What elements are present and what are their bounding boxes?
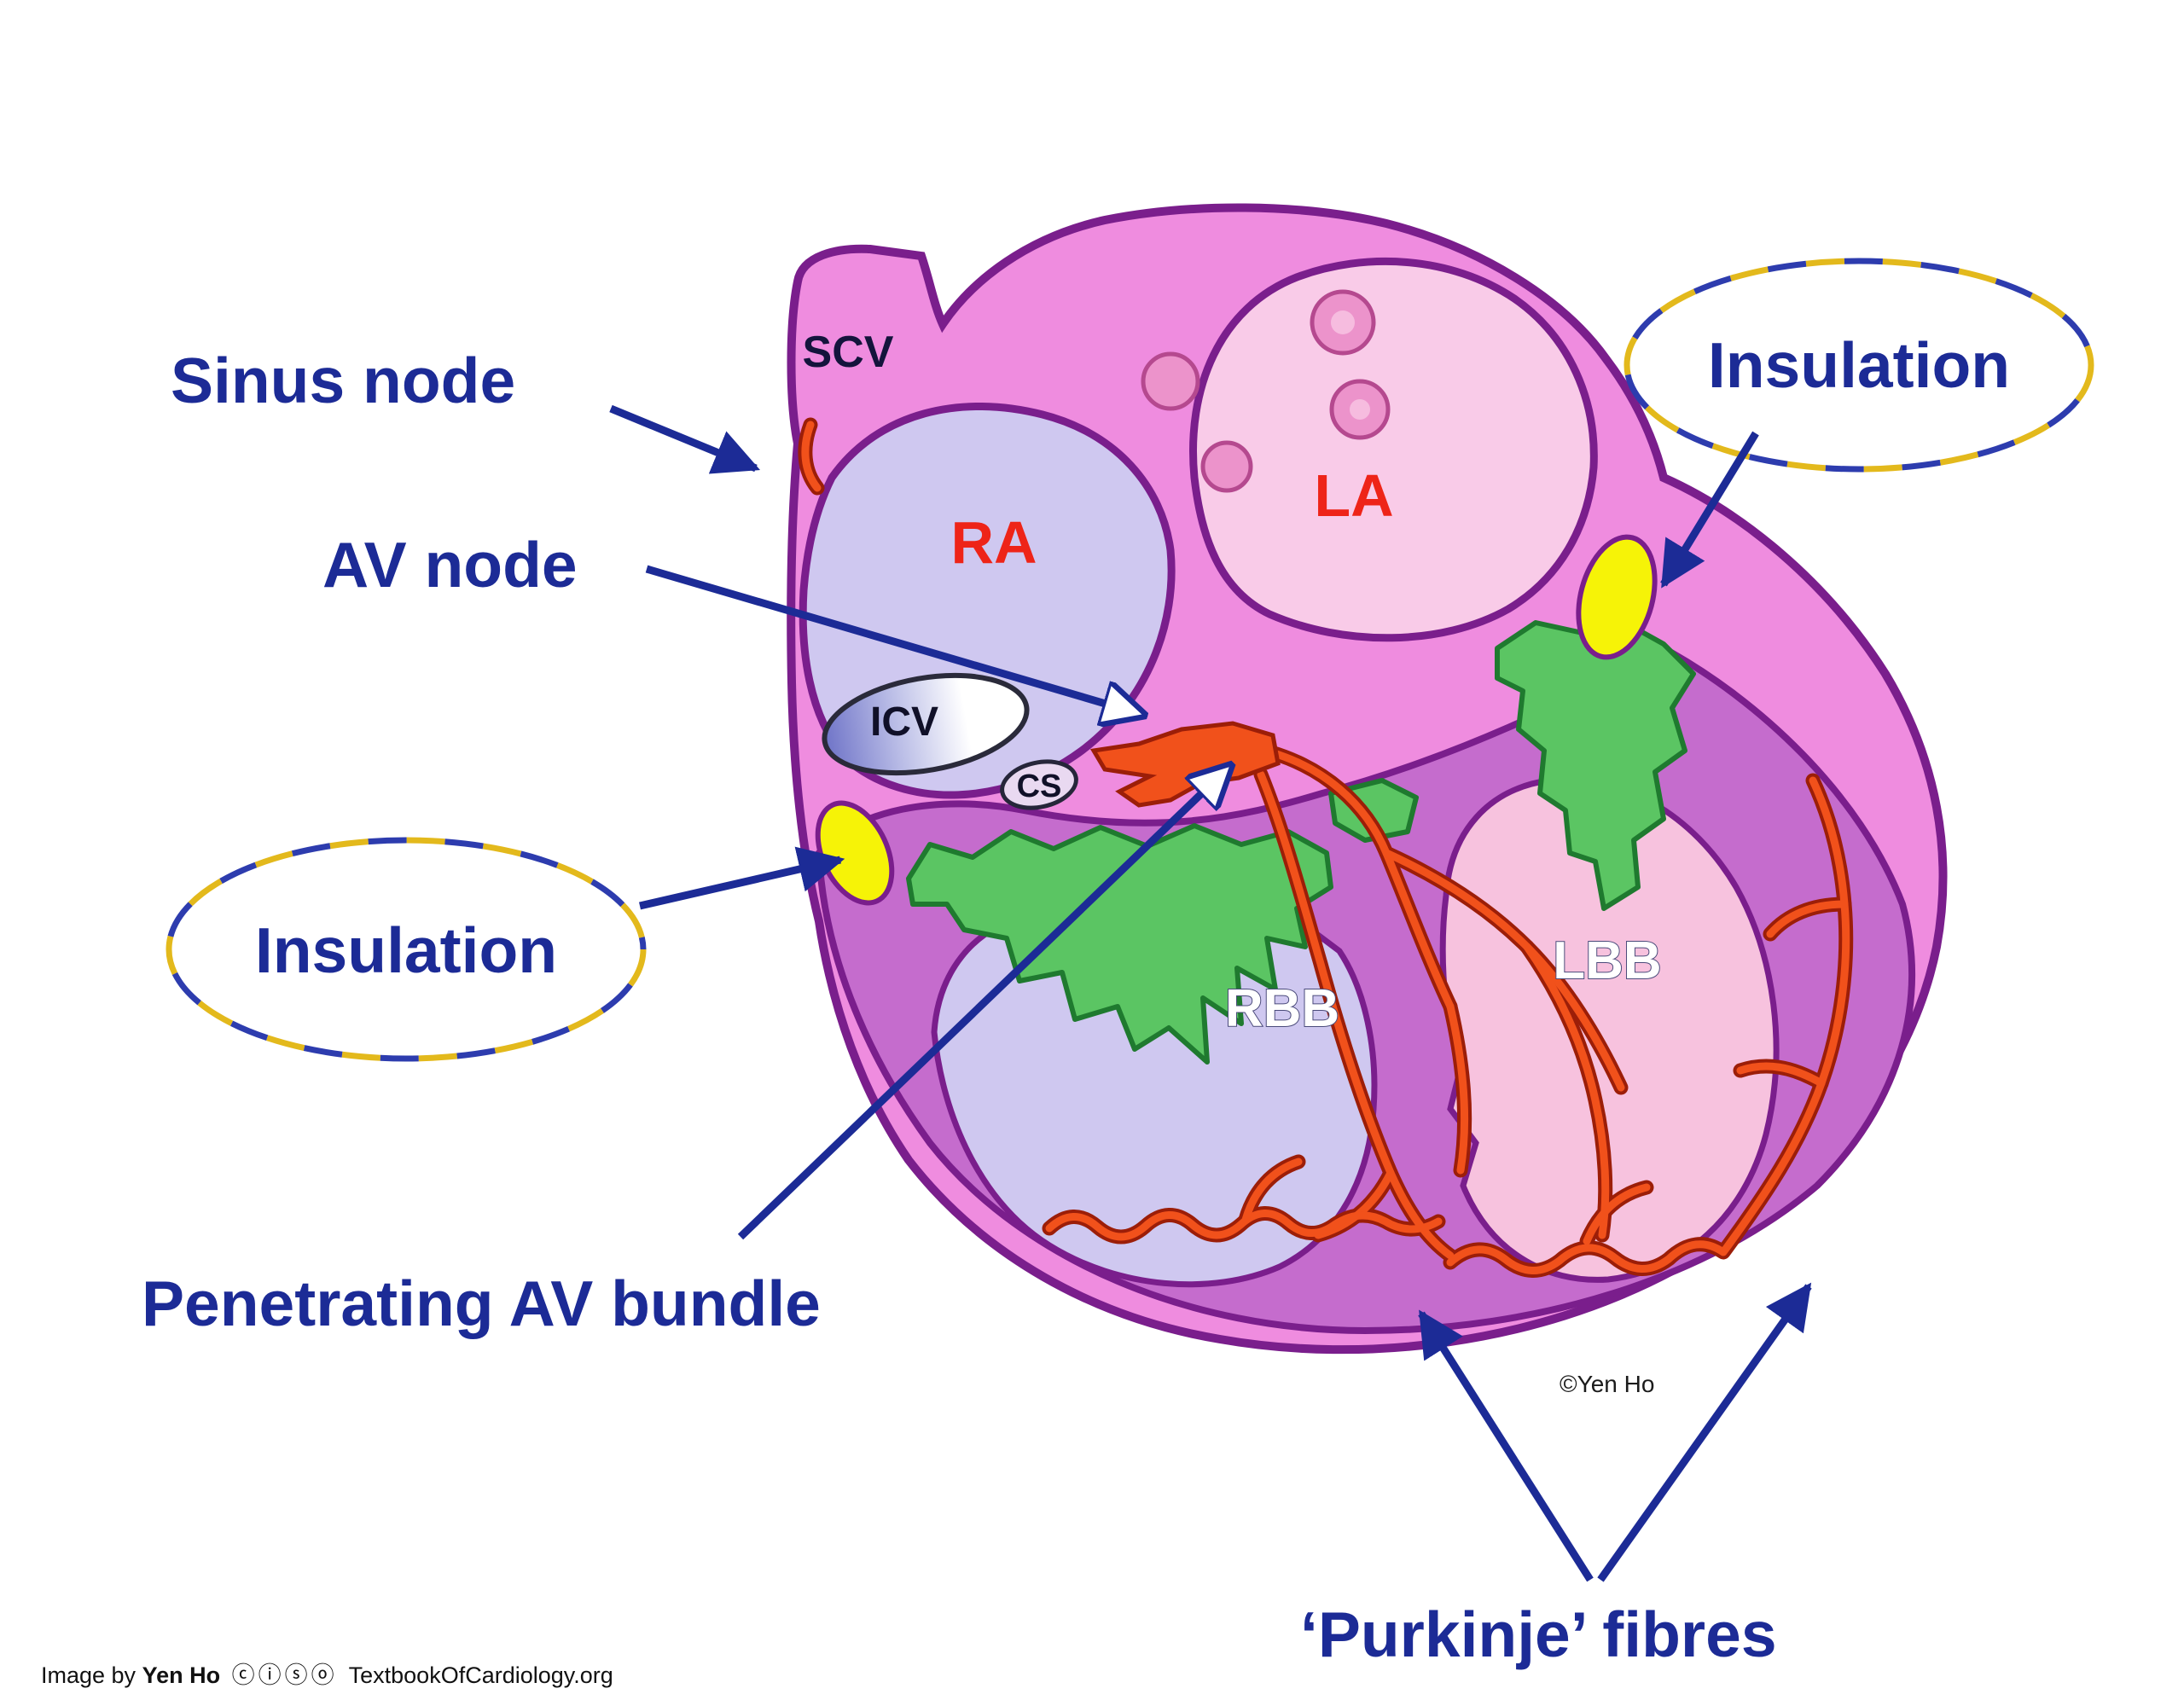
av-node-arrow xyxy=(645,565,1143,715)
label-cs: CS xyxy=(1017,769,1062,804)
insulation-patch-right xyxy=(1576,534,1658,660)
label-penetrating-av-bundle: Penetrating AV bundle xyxy=(142,1268,821,1339)
label-rbb: RBB xyxy=(1225,979,1339,1038)
attribution-site: TextbookOfCardiology.org xyxy=(348,1662,613,1688)
penetrating-bundle-arrow xyxy=(737,766,1230,1240)
insulation-callout-right xyxy=(1623,258,2094,473)
label-sinus-node: Sinus node xyxy=(171,345,515,416)
purkinje-arrow-left xyxy=(1418,1309,1594,1582)
insulation-right-arrow xyxy=(1660,431,1759,589)
label-av-node: AV node xyxy=(322,529,578,601)
label-icv: ICV xyxy=(870,699,938,745)
pulmonary-vein-orifices xyxy=(1141,289,1391,493)
label-lbb: LBB xyxy=(1553,931,1661,990)
purkinje-arrow-right xyxy=(1597,1282,1812,1582)
icv-vessel xyxy=(822,672,1030,776)
insulation-left-arrow xyxy=(638,846,845,910)
left-atrium-cavity xyxy=(1189,257,1598,642)
sinus-node-arrow xyxy=(609,404,760,474)
label-la: LA xyxy=(1314,462,1393,529)
label-insulation-right: Insulation xyxy=(1708,329,2010,401)
label-insulation-left: Insulation xyxy=(255,914,557,986)
annotation-arrows xyxy=(609,404,1812,1582)
attribution-footer: Image by Yen Ho ⓒⓘⓢⓞ TextbookOfCardiolog… xyxy=(41,1656,613,1690)
central-fibrous-body-green xyxy=(906,620,1696,1065)
label-ra: RA xyxy=(950,509,1037,576)
label-scv: SCV xyxy=(803,328,894,377)
copyright-watermark: ©Yen Ho xyxy=(1560,1371,1654,1397)
label-purkinje-fibres: ‘Purkinje’ fibres xyxy=(1300,1598,1777,1670)
cc-license-icons: ⓒⓘⓢⓞ xyxy=(231,1662,338,1688)
coronary-sinus-vessel xyxy=(1000,759,1078,810)
attribution-author: Yen Ho xyxy=(142,1662,221,1688)
attribution-prefix: Image by xyxy=(41,1662,142,1688)
insulation-callout-left xyxy=(166,837,647,1062)
heart-illustration xyxy=(787,203,1948,1355)
